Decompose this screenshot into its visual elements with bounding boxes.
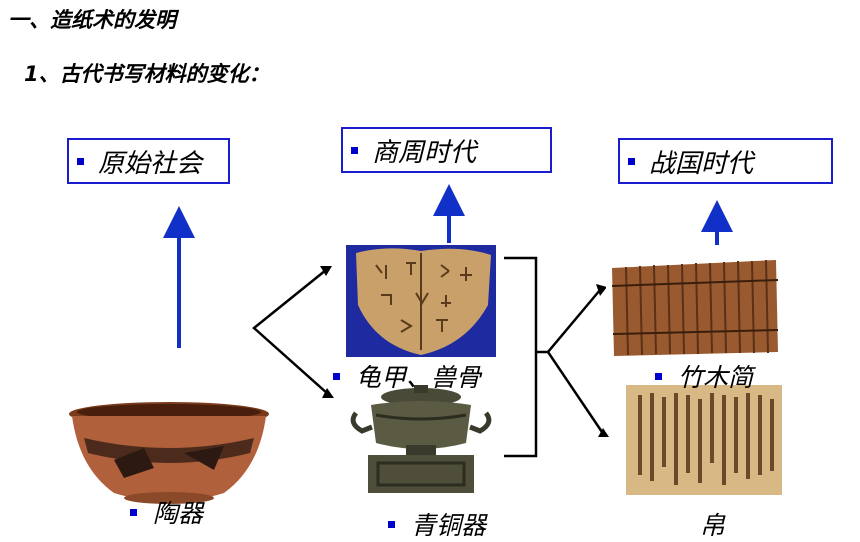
section-heading: 一、造纸术的发明 (8, 8, 176, 32)
era-box-warring-states: 战国时代 (618, 138, 833, 184)
bullet-icon (388, 520, 395, 528)
label-bamboo: 竹木简 (655, 358, 753, 394)
bullet-icon (77, 157, 84, 165)
bullet-icon (130, 508, 137, 516)
branch-arrow-right (546, 289, 604, 433)
label-pottery: 陶器 (130, 494, 203, 530)
era-label-shang-zhou: 商周时代 (372, 137, 477, 168)
bamboo-slips-image (606, 256, 782, 358)
section-subheading: 1、古代书写材料的变化： (24, 62, 270, 86)
label-pottery-text: 陶器 (153, 499, 204, 528)
label-oracle-bones: 龟甲、兽骨 (333, 358, 481, 394)
bullet-icon (333, 372, 340, 380)
era-label-primitive: 原始社会 (98, 148, 203, 179)
label-oracle-bones-text: 龟甲、兽骨 (356, 363, 482, 392)
label-bronze-text: 青铜器 (411, 511, 487, 540)
bullet-icon (655, 372, 662, 380)
oracle-bone-image (346, 245, 496, 357)
era-box-shang-zhou: 商周时代 (341, 127, 552, 173)
label-silk-text: 帛 (700, 511, 726, 540)
pottery-image (69, 402, 269, 504)
label-bamboo-text: 竹木简 (678, 363, 754, 392)
silk-manuscript-image (626, 385, 782, 495)
era-label-warring-states: 战国时代 (649, 148, 754, 179)
era-box-primitive: 原始社会 (67, 138, 230, 184)
bronze-vessel-image (350, 385, 492, 493)
label-bronze: 青铜器 (388, 506, 486, 542)
bullet-icon (628, 157, 635, 165)
branch-arrow-left (252, 269, 329, 395)
bracket (504, 256, 538, 458)
bullet-icon (351, 146, 358, 154)
label-silk: 帛 (700, 506, 725, 542)
